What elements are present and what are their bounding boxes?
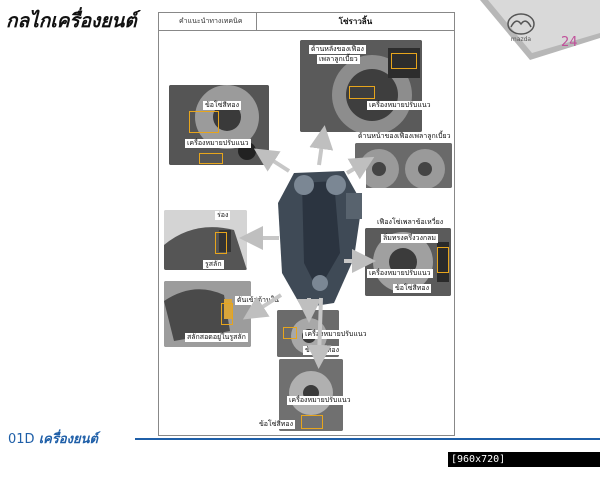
header-right: โซ่ราวลิ้น — [338, 17, 373, 26]
label-pin-inserted: สลักสอดอยู่ในรูสลัก — [185, 333, 248, 342]
highlight-box — [283, 327, 297, 339]
document-sheet: คำแนะนำทางเทคนิค โซ่ราวลิ้น ด้านหลังของเ… — [158, 12, 455, 436]
label-gold-link-upper: ข้อโซ่สีทอง — [203, 101, 242, 110]
highlight-box — [349, 86, 375, 99]
highlight-box — [301, 415, 323, 429]
label-groove: ร่อง — [215, 211, 231, 220]
photo-camshaft-rear — [300, 40, 422, 132]
document-header: คำแนะนำทางเทคนิค โซ่ราวลิ้น — [159, 13, 454, 31]
photo-engine-chain — [274, 163, 366, 313]
footer-title: เครื่องยนต์ — [38, 432, 98, 447]
footer-label: 01D เครื่องยนต์ — [8, 428, 98, 449]
label-alignment-mark-right: เครื่องหมายปรับแนว — [367, 269, 433, 278]
brand-text: mazda — [511, 36, 531, 43]
highlight-box — [221, 303, 233, 325]
label-gold-link-right: ข้อโซ่สีทอง — [393, 284, 432, 293]
label-pin-hole: รูสลัก — [203, 260, 224, 269]
highlight-box — [437, 247, 449, 273]
slide-title: กลไกเครื่องยนต์ — [6, 10, 137, 32]
label-alignment-mark-center: เครื่องหมายปรับแนว — [303, 330, 369, 339]
label-camshaft-rear-2: เพลาลูกเบี้ยว — [317, 55, 360, 64]
callout-arrows — [239, 125, 376, 369]
label-crank-sprocket: เฟืองโซ่เพลาข้อเหวี่ยง — [375, 218, 446, 227]
label-camshaft-rear-1: ด้านหลังของเฟือง — [309, 45, 366, 54]
brand-banner: mazda — [460, 0, 600, 60]
label-alignment-mark-upper: เครื่องหมายปรับแนว — [185, 139, 251, 148]
footer-code: 01D — [8, 432, 35, 447]
photo-chain-sprocket-left — [169, 85, 269, 165]
highlight-box — [199, 153, 223, 164]
highlight-box — [215, 232, 227, 254]
mazda-logo-icon — [507, 13, 535, 35]
label-half-moon-key: ลิ่มทรงครึ่งวงกลม — [381, 234, 439, 243]
label-gold-link-bottom: ข้อโซ่สีทอง — [257, 420, 296, 429]
footer-divider — [135, 438, 600, 440]
page-number: 24 — [561, 35, 578, 50]
label-camshaft-rear-mark: เครื่องหมายปรับแนว — [367, 101, 433, 110]
header-left: คำแนะนำทางเทคนิค — [159, 13, 257, 30]
highlight-box — [391, 53, 417, 69]
highlight-box — [189, 111, 219, 133]
label-alignment-mark-bottom: เครื่องหมายปรับแนว — [287, 396, 353, 405]
watermark: [960x720] https://upic.me/ — [448, 452, 600, 480]
label-camshaft-front: ด้านหน้าของเฟืองเพลาลูกเบี้ยว — [356, 132, 453, 141]
